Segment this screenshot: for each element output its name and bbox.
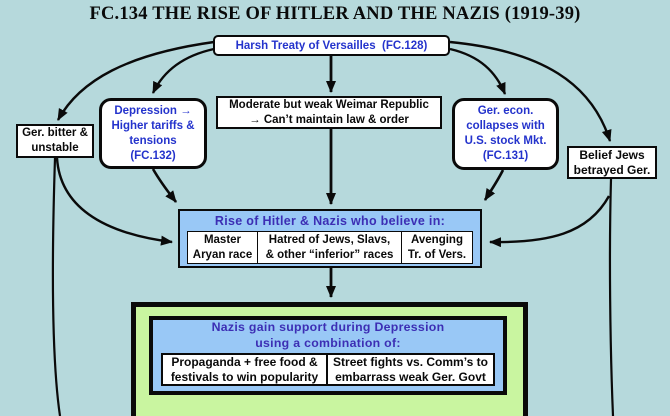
arrow-depression-to-rise [151, 168, 178, 203]
node-label-line: tensions [129, 134, 177, 147]
page-title: FC.134 THE RISE OF HITLER AND THE NAZIS … [89, 4, 581, 24]
node-label: Harsh Treaty of Versailles (FC.128) [235, 39, 428, 52]
rise-belief-hatred: Hatred of Jews, Slavs, & other “inferior… [256, 231, 403, 264]
support-method-street-fights: Street fights vs. Comm’s to embarrass we… [326, 353, 495, 386]
cell-label-line: Hatred of Jews, Slavs, [268, 233, 391, 246]
arrow-belief-to-rise [489, 195, 611, 248]
node-nazis-gain-support: Nazis gain support during Depression usi… [149, 316, 507, 395]
node-label-line: collapses with [466, 120, 545, 132]
line-ger-bitter-down [51, 157, 62, 416]
rise-beliefs-row: Master Aryan race Hatred of Jews, Slavs,… [187, 231, 473, 264]
support-header-line: using a combination of: [255, 335, 401, 350]
node-harsh-treaty-versailles: Harsh Treaty of Versailles (FC.128) [213, 35, 450, 56]
node-label-line: Ger. econ. [477, 105, 534, 117]
support-method-propaganda: Propaganda + free food & festivals to wi… [161, 353, 328, 386]
node-label-line: Depression → [114, 104, 192, 117]
node-label-line: (FC.131) [482, 150, 529, 162]
support-header-line: Nazis gain support during Depression [211, 320, 445, 334]
node-depression-tariffs: Depression → Higher tariffs & tensions (… [99, 98, 207, 169]
node-label-line: betrayed Ger. [573, 162, 651, 177]
line-belief-down [608, 178, 615, 416]
cell-label-line: Aryan race [192, 248, 253, 261]
node-weimar-republic: Moderate but weak Weimar Republic → Can’… [216, 96, 442, 129]
cell-label-line: Propaganda + free food & [171, 354, 318, 369]
support-methods-row: Propaganda + free food & festivals to wi… [153, 353, 503, 386]
node-rise-of-hitler: Rise of Hitler & Nazis who believe in: M… [178, 209, 482, 268]
cell-label-line: embarrass weak Ger. Govt [335, 369, 486, 384]
rise-belief-avenging: Avenging Tr. of Vers. [401, 231, 473, 264]
node-label-line: unstable [31, 142, 79, 154]
cell-label-line: Street fights vs. Comm’s to [333, 354, 488, 369]
node-label-line: Belief Jews [579, 148, 645, 162]
rise-header: Rise of Hitler & Nazis who believe in: [214, 214, 446, 228]
cell-label-line: Avenging [411, 233, 463, 246]
arrow-versailles-to-depression [151, 47, 215, 94]
arrow-econ-to-rise [483, 169, 505, 201]
node-label-line: Higher tariffs & [111, 119, 195, 132]
cell-label-line: festivals to win popularity [170, 369, 319, 384]
node-label-line: U.S. stock Mkt. [464, 135, 547, 147]
node-label-line: Ger. bitter & [22, 127, 88, 139]
arrow-versailles-to-econ [449, 47, 507, 95]
cell-label-line: & other “inferior” races [265, 248, 394, 261]
rise-belief-master-race: Master Aryan race [187, 231, 258, 264]
node-belief-jews-betrayed: Belief Jews betrayed Ger. [567, 146, 657, 179]
node-label-line: Moderate but weak Weimar Republic [229, 99, 429, 111]
node-ger-bitter-unstable: Ger. bitter & unstable [16, 124, 94, 158]
node-label-line: (FC.132) [130, 149, 176, 162]
cell-label-line: Master [203, 233, 242, 246]
node-ger-econ-collapse: Ger. econ. collapses with U.S. stock Mkt… [452, 98, 559, 170]
arrow-ger-bitter-to-rise [55, 157, 173, 246]
cell-label-line: Tr. of Vers. [407, 248, 467, 261]
node-label-line: → Can’t maintain law & order [249, 113, 409, 126]
